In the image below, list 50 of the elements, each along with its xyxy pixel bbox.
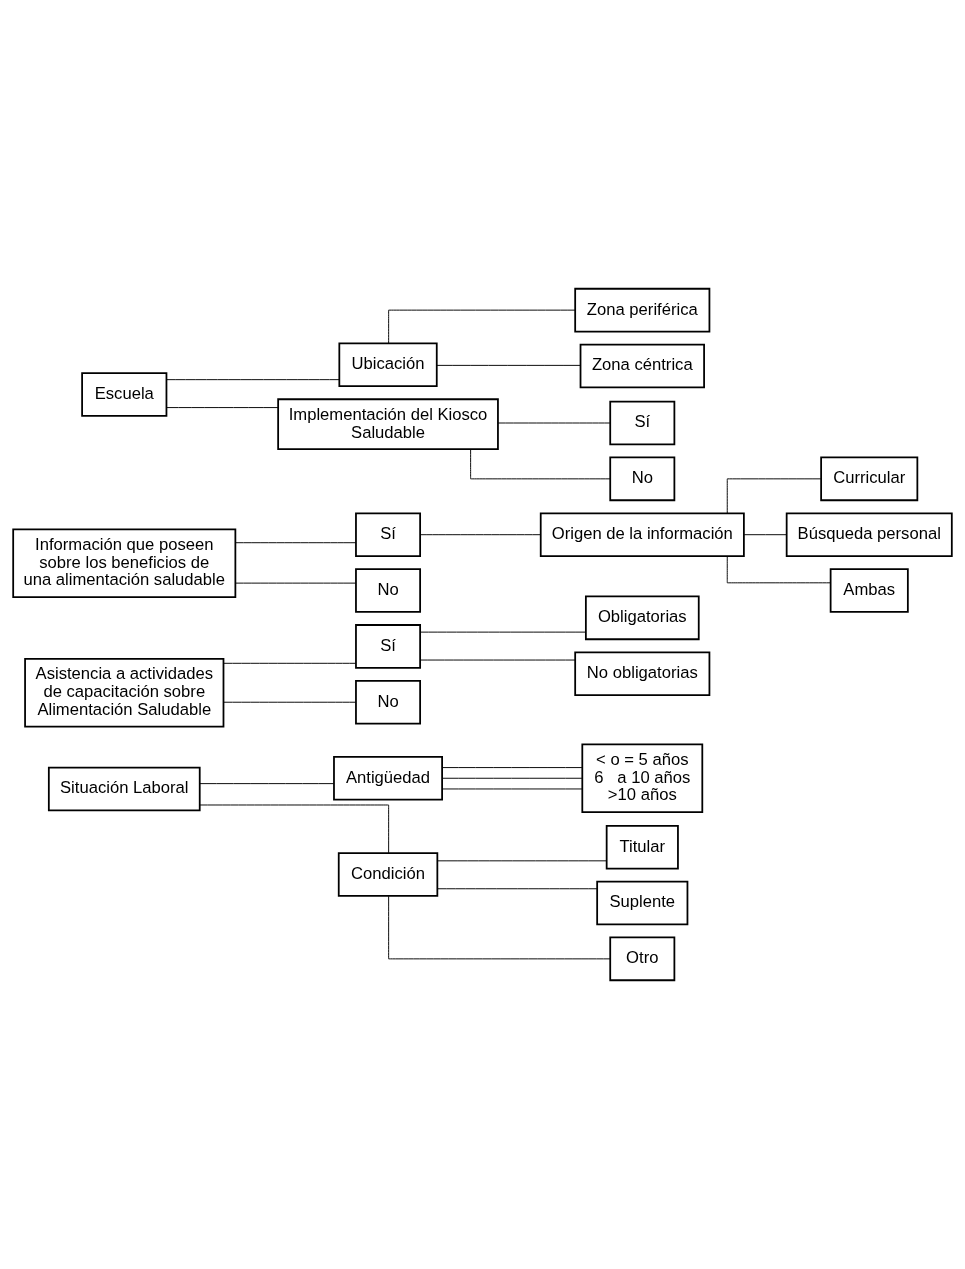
connector [436, 364, 581, 366]
connector [234, 582, 357, 584]
connector [726, 556, 831, 584]
node-box: Zona céntrica [579, 343, 705, 389]
connector [388, 309, 576, 344]
connector [223, 662, 357, 664]
node-box: Antigüedad [333, 756, 443, 801]
node-box: No obligatorias [574, 651, 711, 696]
connector [388, 895, 611, 960]
connector [441, 777, 583, 779]
connector [436, 860, 608, 862]
node-box: Suplente [596, 880, 689, 926]
node-box: No [355, 679, 421, 725]
node-box: < o = 5 años 6 a 10 años >10 años [581, 743, 704, 813]
connector [419, 659, 576, 661]
connector [199, 783, 335, 785]
connector [470, 448, 611, 480]
node-box: Información que poseen sobre los beneficios de una alimentación saludable [12, 528, 237, 598]
node-box: Sí [609, 400, 676, 446]
connector [441, 767, 583, 769]
node-box: Sí [355, 624, 421, 669]
node-box: Sí [355, 512, 421, 557]
node-box: Búsqueda personal [785, 512, 953, 557]
connector [166, 379, 340, 381]
connector [223, 701, 357, 703]
node-box: Otro [609, 936, 676, 982]
connector [419, 631, 587, 633]
node-box: Origen de la información [539, 512, 745, 557]
node-box: Situación Laboral [47, 766, 201, 812]
node-box: Curricular [820, 456, 919, 502]
connector [199, 804, 390, 854]
connector [234, 542, 357, 544]
node-box: No [609, 456, 676, 502]
node-box: Escuela [81, 372, 168, 417]
node-box: Asistencia a actividades de capacitación sobre Alimentación Saludable [24, 657, 225, 728]
node-box: Ubicación [338, 342, 438, 388]
connector [726, 478, 822, 514]
node-box: Condición [337, 852, 439, 897]
node-box: Titular [605, 824, 679, 870]
node-box: Zona periférica [574, 287, 711, 333]
node-box: Obligatorias [585, 595, 700, 641]
connector [441, 788, 583, 790]
node-box: Ambas [829, 568, 909, 613]
connector [419, 534, 542, 536]
connector [743, 534, 787, 536]
connector [497, 422, 611, 424]
connector [436, 888, 598, 890]
node-box: No [355, 568, 421, 613]
node-box: Implementación del Kiosco Saludable [277, 398, 499, 451]
connector [166, 407, 279, 409]
